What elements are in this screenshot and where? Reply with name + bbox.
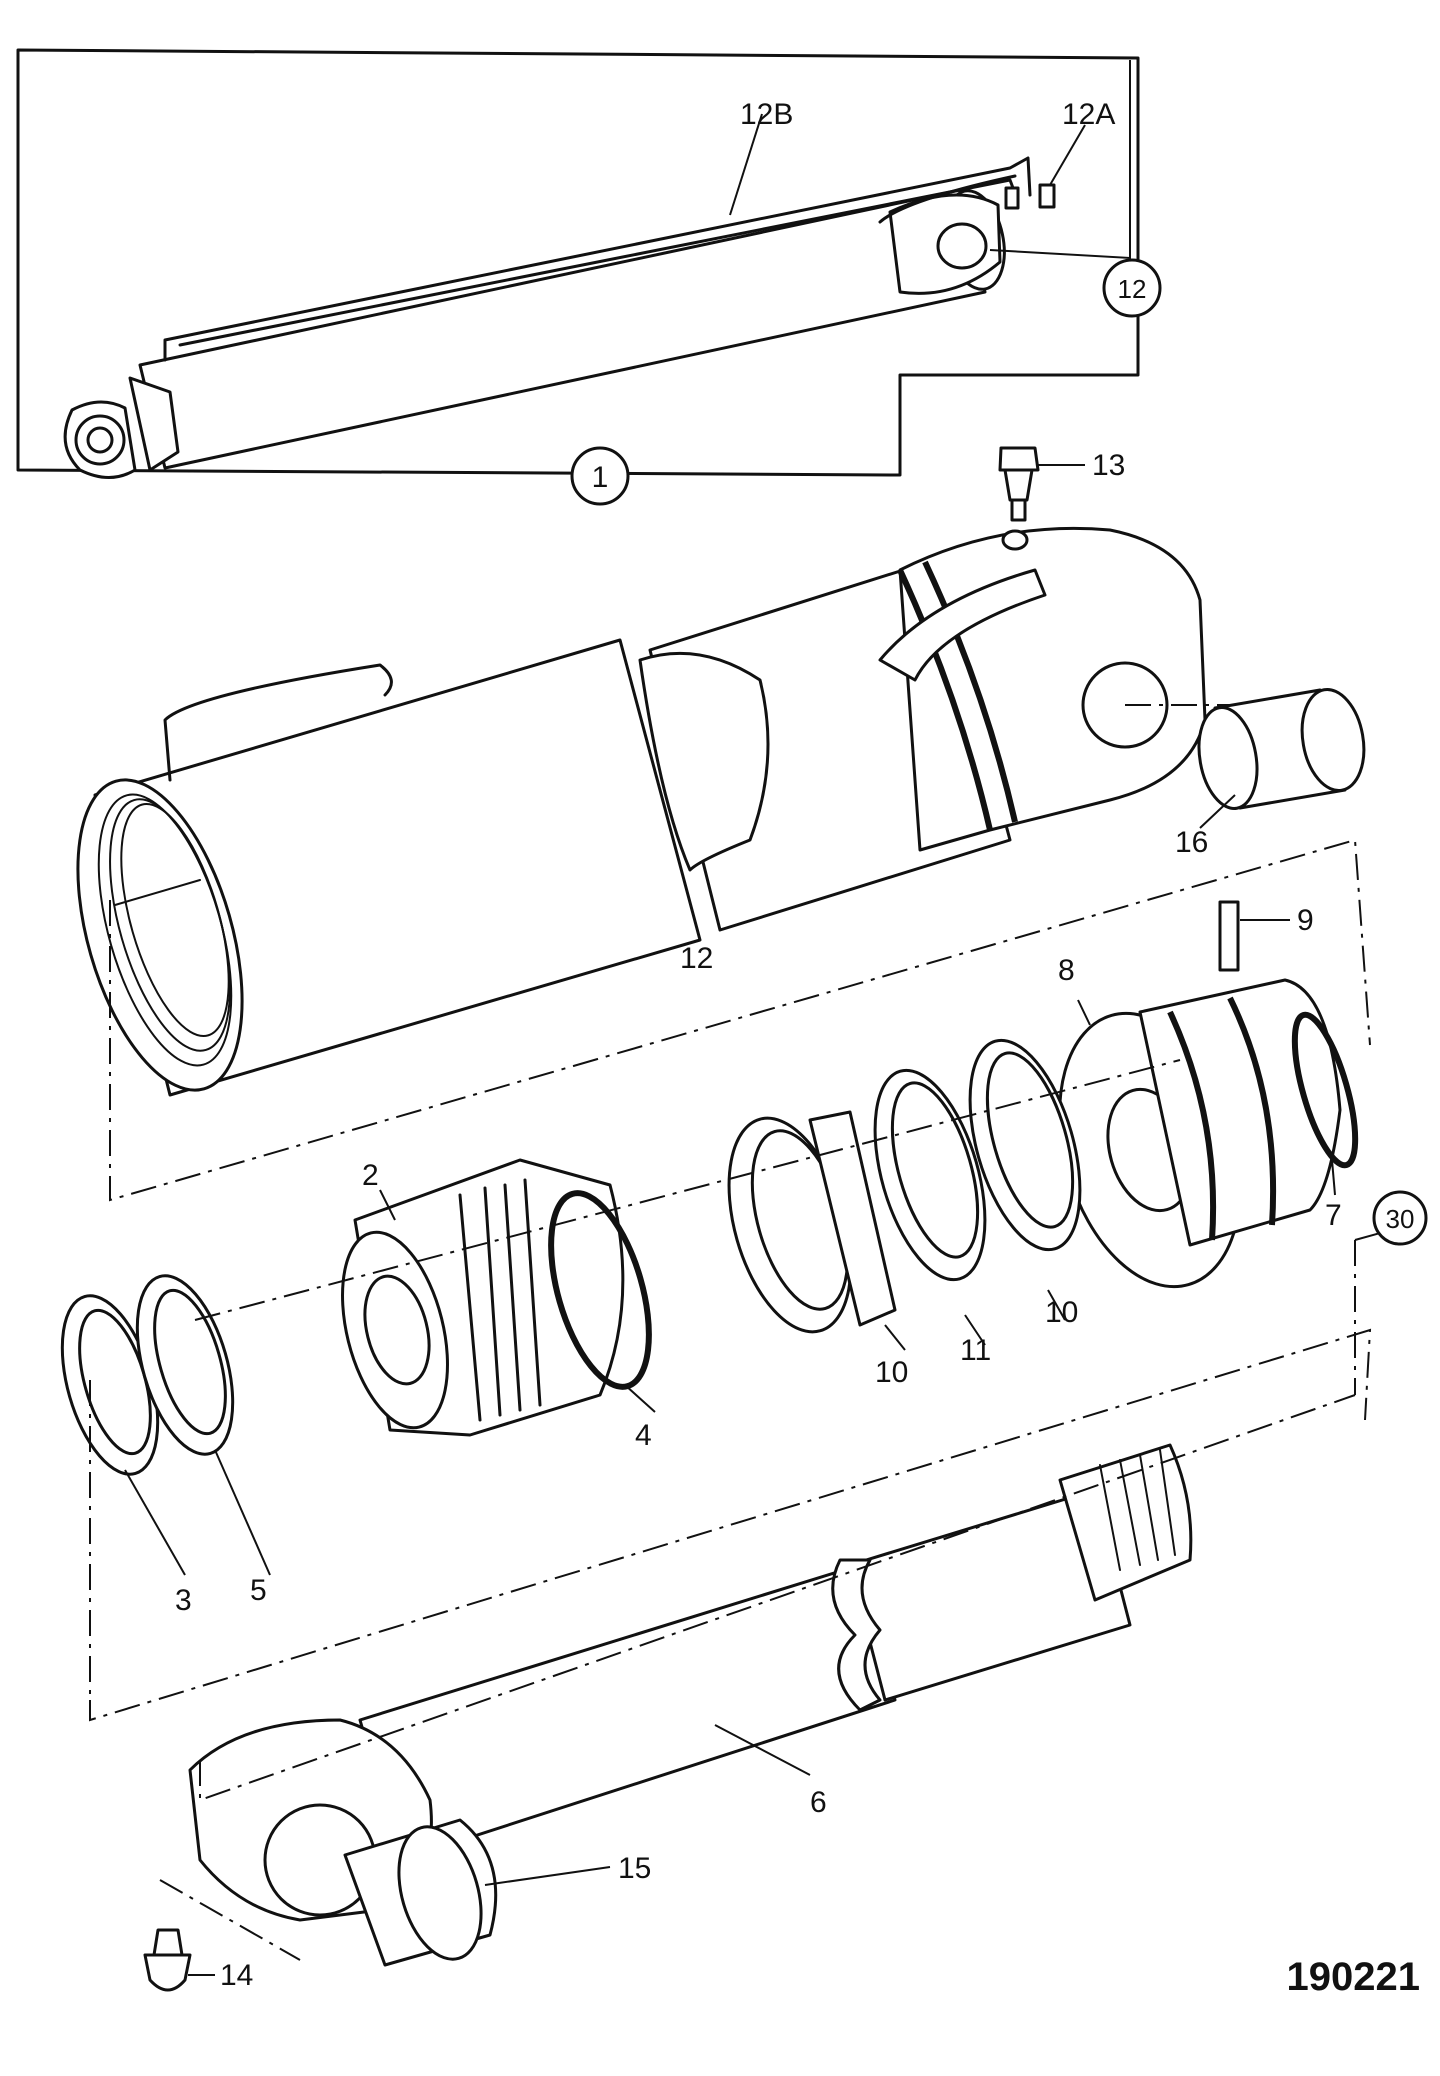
callout-10-left: 10: [875, 1356, 908, 1389]
part-callouts: 1 12 12A 12B 13 16 12 9 8 2 7 30 10 11 1…: [175, 98, 1428, 1999]
assembly-inset: [16, 48, 1140, 479]
callout-12: 12: [680, 942, 713, 975]
callout-circle-1: [570, 446, 630, 506]
callout-12b: 12B: [740, 98, 793, 131]
callout-3: 3: [175, 1584, 192, 1617]
callout-30: 30: [1386, 1204, 1415, 1234]
bushing-16: [1197, 688, 1366, 829]
callout-7: 7: [1325, 1199, 1342, 1232]
callout-16: 16: [1175, 826, 1208, 859]
seal-rings: [727, 1038, 1082, 1351]
callout-15: 15: [618, 1852, 651, 1885]
callout-12a: 12A: [1062, 98, 1115, 131]
piston-8: [1058, 978, 1359, 1289]
callout-2: 2: [362, 1159, 379, 1192]
callout-14: 14: [220, 1959, 253, 1992]
leader-7: [1331, 1159, 1336, 1196]
callout-circle-30: [1372, 1190, 1428, 1246]
cylinder-barrel: [76, 526, 1230, 1097]
grease-nipple-13: [998, 446, 1085, 522]
piston-rod-6: [358, 1443, 1193, 1862]
callout-12-inset: 12: [1118, 274, 1147, 304]
callout-11: 11: [960, 1334, 991, 1367]
figure-number: 190221: [1287, 1955, 1420, 1999]
callout-5: 5: [250, 1574, 267, 1607]
callout-4: 4: [635, 1419, 652, 1452]
callout-10-right: 10: [1045, 1296, 1078, 1329]
callout-6: 6: [810, 1786, 827, 1819]
wiper-seals: [60, 1274, 271, 1576]
gland-2: [341, 1158, 656, 1437]
callout-8: 8: [1058, 954, 1075, 987]
grease-fitting-14: [143, 1928, 215, 1992]
callout-13: 13: [1092, 449, 1125, 482]
roll-pin-9: [1218, 900, 1290, 972]
callout-circle-12-inset: [1102, 258, 1162, 318]
callout-1: 1: [592, 461, 609, 494]
rod-eye-15: [188, 1718, 611, 1967]
callout-9: 9: [1297, 904, 1314, 937]
